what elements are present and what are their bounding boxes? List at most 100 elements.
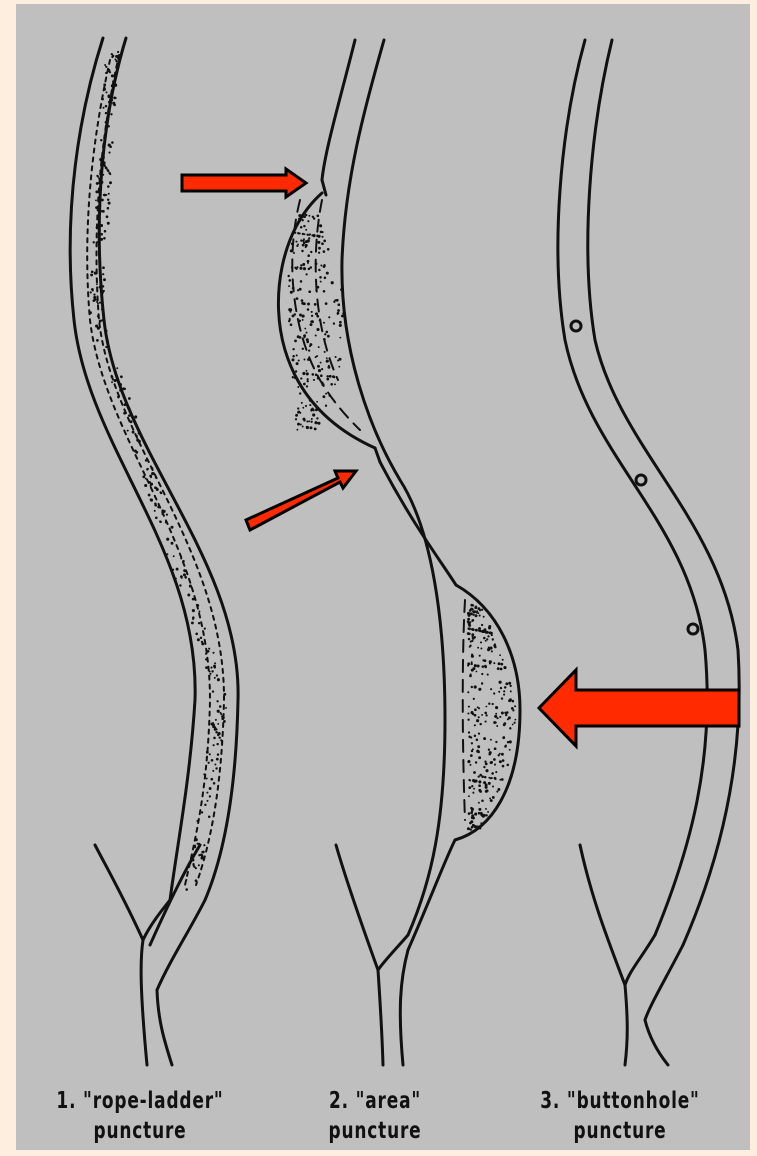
stipple-dot bbox=[305, 405, 307, 407]
stipple-dot bbox=[334, 383, 336, 385]
stipple-dot bbox=[302, 240, 304, 242]
stipple-dot bbox=[471, 785, 473, 787]
stipple-dot bbox=[308, 234, 310, 236]
stipple-dot bbox=[303, 336, 305, 338]
stipple-dot bbox=[480, 648, 482, 650]
stipple-dot bbox=[166, 538, 169, 541]
stipple-dot bbox=[336, 299, 339, 302]
stipple-dot bbox=[468, 731, 470, 733]
stipple-dot bbox=[289, 318, 291, 320]
stipple-dot bbox=[474, 685, 477, 688]
stipple-dot bbox=[303, 225, 305, 227]
stipple-dot bbox=[339, 321, 342, 324]
stipple-dot bbox=[498, 662, 501, 665]
stipple-dot bbox=[468, 624, 471, 627]
caption-line1: 3. "buttonhole" bbox=[518, 1086, 723, 1116]
stipple-dot bbox=[198, 864, 200, 866]
stipple-dot bbox=[287, 275, 289, 277]
stipple-dot bbox=[313, 217, 315, 219]
stipple-dot bbox=[319, 269, 321, 271]
stipple-dot bbox=[171, 542, 174, 545]
stipple-dot bbox=[479, 609, 481, 611]
stipple-dot bbox=[296, 429, 298, 431]
stipple-dot bbox=[307, 358, 310, 361]
stipple-dot bbox=[305, 332, 307, 334]
stipple-dot bbox=[205, 653, 207, 655]
stipple-dot bbox=[213, 782, 216, 785]
stipple-dot bbox=[149, 475, 152, 478]
stipple-dot bbox=[307, 254, 310, 257]
stipple-dot bbox=[191, 621, 194, 624]
stipple-dot bbox=[115, 97, 117, 99]
stipple-dot bbox=[209, 675, 211, 677]
stipple-dot bbox=[95, 206, 98, 209]
stipple-dot bbox=[159, 521, 162, 524]
stipple-dot bbox=[102, 210, 105, 213]
stipple-dot bbox=[320, 264, 322, 266]
stipple-dot bbox=[474, 734, 477, 737]
stipple-dot bbox=[299, 267, 302, 270]
stipple-dot bbox=[161, 513, 163, 515]
stipple-dot bbox=[499, 779, 501, 781]
stipple-dot bbox=[102, 107, 104, 109]
stipple-dot bbox=[97, 315, 99, 317]
stipple-dot bbox=[111, 84, 114, 87]
stipple-dot bbox=[497, 788, 500, 791]
stipple-dot bbox=[215, 719, 217, 721]
stipple-dot bbox=[198, 854, 200, 856]
stipple-dot bbox=[222, 716, 225, 719]
stipple-dot bbox=[494, 715, 497, 718]
stipple-dot bbox=[468, 706, 470, 708]
stipple-dot bbox=[91, 271, 94, 274]
stipple-dot bbox=[299, 233, 301, 235]
stipple-dot bbox=[323, 250, 326, 253]
stipple-dot bbox=[155, 516, 158, 519]
stipple-dot bbox=[476, 671, 478, 673]
stipple-dot bbox=[497, 754, 499, 756]
stipple-dot bbox=[297, 386, 299, 388]
stipple-dot bbox=[201, 811, 203, 813]
stipple-dot bbox=[216, 758, 219, 761]
stipple-dot bbox=[316, 214, 319, 217]
stipple-dot bbox=[128, 397, 131, 400]
stipple-dot bbox=[470, 764, 472, 766]
stipple-dot bbox=[302, 319, 304, 321]
stipple-dot bbox=[501, 712, 504, 715]
stipple-dot bbox=[109, 71, 111, 73]
stipple-dot bbox=[292, 376, 294, 378]
stipple-dot bbox=[321, 236, 323, 238]
stipple-dot bbox=[332, 375, 335, 378]
stipple-dot bbox=[514, 705, 516, 707]
stipple-dot bbox=[327, 248, 330, 251]
stipple-dot bbox=[493, 662, 495, 664]
stipple-dot bbox=[296, 354, 298, 356]
stipple-dot bbox=[102, 285, 105, 288]
stipple-dot bbox=[492, 796, 495, 799]
stipple-dot bbox=[489, 662, 491, 664]
buttonhole-mark bbox=[688, 624, 698, 634]
stipple-dot bbox=[495, 706, 498, 709]
stipple-dot bbox=[97, 240, 100, 243]
stipple-dot bbox=[215, 767, 217, 769]
stipple-dot bbox=[112, 102, 115, 105]
stipple-dot bbox=[313, 379, 315, 381]
stipple-dot bbox=[467, 712, 469, 714]
stipple-dot bbox=[94, 272, 97, 275]
stipple-dot bbox=[473, 788, 475, 790]
stipple-dot bbox=[315, 289, 317, 291]
stipple-dot bbox=[492, 785, 494, 787]
stipple-dot bbox=[103, 237, 106, 240]
stipple-dot bbox=[475, 629, 478, 632]
stipple-dot bbox=[290, 291, 293, 294]
stipple-dot bbox=[330, 383, 333, 386]
stipple-dot bbox=[219, 737, 221, 739]
stipple-dot bbox=[316, 315, 319, 318]
stipple-dot bbox=[123, 412, 126, 415]
stipple-dot bbox=[300, 280, 303, 283]
stipple-dot bbox=[213, 744, 215, 746]
stipple-dot bbox=[210, 778, 213, 781]
stipple-dot bbox=[477, 745, 480, 748]
stipple-dot bbox=[302, 348, 304, 350]
stipple-dot bbox=[99, 170, 101, 172]
stipple-dot bbox=[109, 145, 112, 148]
